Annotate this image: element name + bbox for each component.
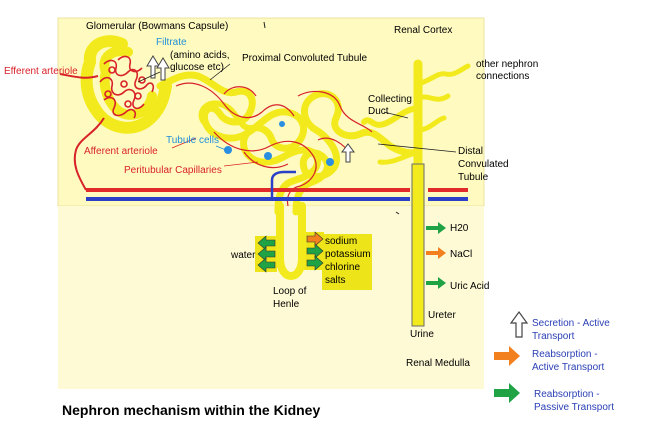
collecting-duct-label-1: Collecting <box>368 94 412 105</box>
passive-arrow-icon <box>306 243 324 259</box>
tick-mark <box>395 211 400 215</box>
active-arrow-icon <box>306 231 324 247</box>
tubule-cell <box>224 146 232 154</box>
bowmans-capsule <box>80 35 172 134</box>
legend-active-line1: Reabsorption - <box>532 349 598 360</box>
tubule-cell <box>326 158 334 166</box>
collecting-duct-label-2: Duct <box>368 106 389 117</box>
legend-secretion-line1: Secretion - Active <box>532 318 610 329</box>
sodium-label: sodium <box>325 236 358 247</box>
loop-of-henle <box>276 202 306 280</box>
filtrate-pointer <box>137 71 161 83</box>
tubule-cells-pointer <box>215 145 227 151</box>
pct-label: Proximal Convoluted Tubule <box>242 53 368 64</box>
peritubular-pointer <box>223 161 259 167</box>
afferent-arteriole <box>73 117 105 191</box>
water-label: water <box>231 250 256 261</box>
efferent-arteriole <box>59 73 99 79</box>
peritubular-label: Peritubular Capillaries <box>124 165 222 176</box>
dct-label-1: Distal <box>458 146 484 157</box>
legend-secretion-line2: Transport <box>532 331 575 342</box>
uric-passive-arrow-icon <box>426 277 446 289</box>
outline-arrow-up-icon <box>509 310 529 338</box>
tubule-cells-label: Tubule cells <box>166 135 219 146</box>
tick-mark <box>263 21 266 29</box>
secretion-arrow-3 <box>341 143 355 163</box>
renal-medulla-label: Renal Medulla <box>406 358 470 369</box>
passive-arrow-icon <box>257 246 276 262</box>
diagram-caption: Nephron mechanism within the Kidney <box>62 402 321 418</box>
glomerulus-capillary-tuft <box>99 55 155 119</box>
nacl-label: NaCl <box>450 249 473 260</box>
afferent-arteriole-label: Afferent arteriole <box>84 146 158 157</box>
efferent-arteriole-label: Efferent arteriole <box>4 66 78 77</box>
collecting-duct-pointer <box>383 111 409 119</box>
filtrate-label: Filtrate <box>156 37 187 48</box>
salts-label-box <box>322 234 372 290</box>
potassium-label: potassium <box>325 249 371 260</box>
water-reabsorption-arrows <box>257 235 276 273</box>
h2o-passive-arrow-icon <box>426 222 446 234</box>
passive-arrow-icon <box>306 255 324 271</box>
dct-pointer <box>377 143 457 153</box>
filtrate-detail-2: glucose etc) <box>170 62 224 73</box>
dct-label-2: Convulated <box>458 159 509 170</box>
legend-passive-line2: Passive Transport <box>534 402 615 413</box>
renal-cortex-label: Renal Cortex <box>394 25 453 36</box>
passive-arrow-icon <box>257 257 276 273</box>
secretion-arrow-2 <box>156 57 170 81</box>
loop-of-henle-label-1: Loop of <box>273 286 307 297</box>
peritubular-capillaries <box>175 82 373 207</box>
ureter-label: Ureter <box>428 310 456 321</box>
tubule-cell <box>264 152 272 160</box>
tubule-cell <box>279 121 285 127</box>
filtrate-detail-1: (amino acids, <box>170 50 230 61</box>
chlorine-label: chlorine <box>325 262 361 273</box>
salts-reabsorption-arrows <box>306 231 324 271</box>
uric-acid-label: Uric Acid <box>450 281 490 292</box>
green-arrow-right-icon <box>494 383 520 403</box>
other-nephron-label-2: connections <box>476 71 530 82</box>
orange-arrow-right-icon <box>494 346 520 366</box>
proximal-convoluted-tubule <box>156 71 322 216</box>
loop-of-henle-label-2: Henle <box>273 299 300 310</box>
dct-label-3: Tubule <box>458 172 489 183</box>
glomerular-label: Glomerular (Bowmans Capsule) <box>86 21 229 32</box>
afferent-pointer <box>171 137 197 149</box>
pct-upper-loop <box>198 100 255 131</box>
vein-branch <box>270 170 296 199</box>
legend-passive-line1: Reabsorption - <box>534 389 600 400</box>
collecting-duct-tube <box>411 163 425 327</box>
h2o-label: H20 <box>450 223 469 234</box>
pct-pointer <box>209 63 231 81</box>
nacl-active-arrow-icon <box>426 247 446 259</box>
other-nephron-label-1: other nephron <box>476 59 539 70</box>
urine-label: Urine <box>410 329 434 340</box>
salts-label: salts <box>325 275 346 286</box>
secretion-arrow-1 <box>146 55 160 79</box>
collecting-duct <box>361 59 471 175</box>
legend-active-line2: Active Transport <box>532 362 605 373</box>
passive-arrow-icon <box>257 235 276 251</box>
